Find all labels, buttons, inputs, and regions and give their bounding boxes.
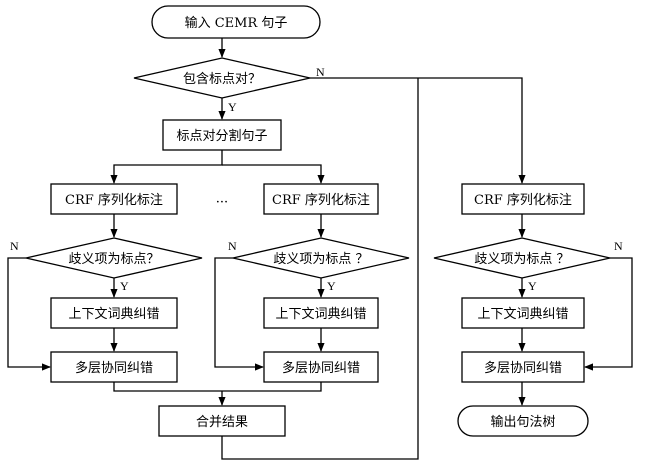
split-label: 标点对分割句子 xyxy=(176,128,267,144)
arrow-split-to-left-branch xyxy=(110,150,223,184)
arrow-left-no-bypass xyxy=(7,257,51,371)
right-ctx-label: 上下文词典纠错 xyxy=(477,307,568,322)
merge-label: 合并结果 xyxy=(196,415,248,430)
mid-ambig-decision: 歧义项为标点 ？ xyxy=(232,237,410,279)
mid-ctx-node: 上下文词典纠错 xyxy=(263,297,379,329)
arrow-split-to-middle-branch xyxy=(222,164,325,184)
right-ctx-node: 上下文词典纠错 xyxy=(461,297,585,329)
start-node: 输入 CEMR 句子 xyxy=(151,5,321,39)
left-multi-label: 多层协同纠错 xyxy=(75,360,153,376)
yes-label-left: Y xyxy=(120,279,129,293)
merge-node: 合并结果 xyxy=(158,405,286,437)
right-crf-node: CRF 序列化标注 xyxy=(461,183,585,215)
split-node: 标点对分割句子 xyxy=(162,119,282,151)
output-label: 输出句法树 xyxy=(490,414,555,430)
left-ctx-node: 上下文词典纠错 xyxy=(50,297,178,329)
yes-label-mid: Y xyxy=(327,279,336,293)
left-multi-node: 多层协同纠错 xyxy=(50,351,178,383)
right-crf-label: CRF 序列化标注 xyxy=(474,193,572,208)
left-crf-label: CRF 序列化标注 xyxy=(65,193,163,208)
has-punct-decision: 包含标点对？ xyxy=(133,57,311,99)
right-multi-node: 多层协同纠错 xyxy=(461,351,585,383)
mid-ctx-label: 上下文词典纠错 xyxy=(275,307,366,322)
arrow-no-to-right-column xyxy=(310,77,526,184)
right-ambig-label: 歧义项为标点 ？ xyxy=(474,252,569,267)
yes-label-top: Y xyxy=(228,100,237,114)
no-label-left: N xyxy=(10,239,19,253)
mid-multi-node: 多层协同纠错 xyxy=(263,351,379,383)
right-ambig-decision: 歧义项为标点 ？ xyxy=(433,237,611,279)
no-label-right: N xyxy=(614,239,623,253)
output-node: 输出句法树 xyxy=(457,405,589,437)
mid-ambig-label: 歧义项为标点 ？ xyxy=(273,252,368,267)
merge-return-line xyxy=(221,78,419,460)
left-ctx-label: 上下文词典纠错 xyxy=(68,307,159,322)
left-crf-node: CRF 序列化标注 xyxy=(50,183,178,215)
right-multi-label: 多层协同纠错 xyxy=(484,360,562,376)
mid-crf-label: CRF 序列化标注 xyxy=(272,193,370,208)
start-label: 输入 CEMR 句子 xyxy=(185,15,288,31)
has-punct-label: 包含标点对？ xyxy=(183,71,261,87)
no-label-top: N xyxy=(316,65,325,79)
left-ambig-label: 歧义项为标点？ xyxy=(68,252,159,267)
left-ambig-decision: 歧义项为标点？ xyxy=(25,237,203,279)
merge-join-line xyxy=(113,382,322,392)
mid-crf-node: CRF 序列化标注 xyxy=(263,183,379,215)
arrow-mid-no-bypass xyxy=(214,257,264,371)
yes-label-right: Y xyxy=(528,279,537,293)
branch-ellipsis: ··· xyxy=(216,195,228,210)
no-label-mid: N xyxy=(228,239,237,253)
mid-multi-label: 多层协同纠错 xyxy=(282,360,360,376)
arrow-right-no-bypass xyxy=(584,257,633,371)
